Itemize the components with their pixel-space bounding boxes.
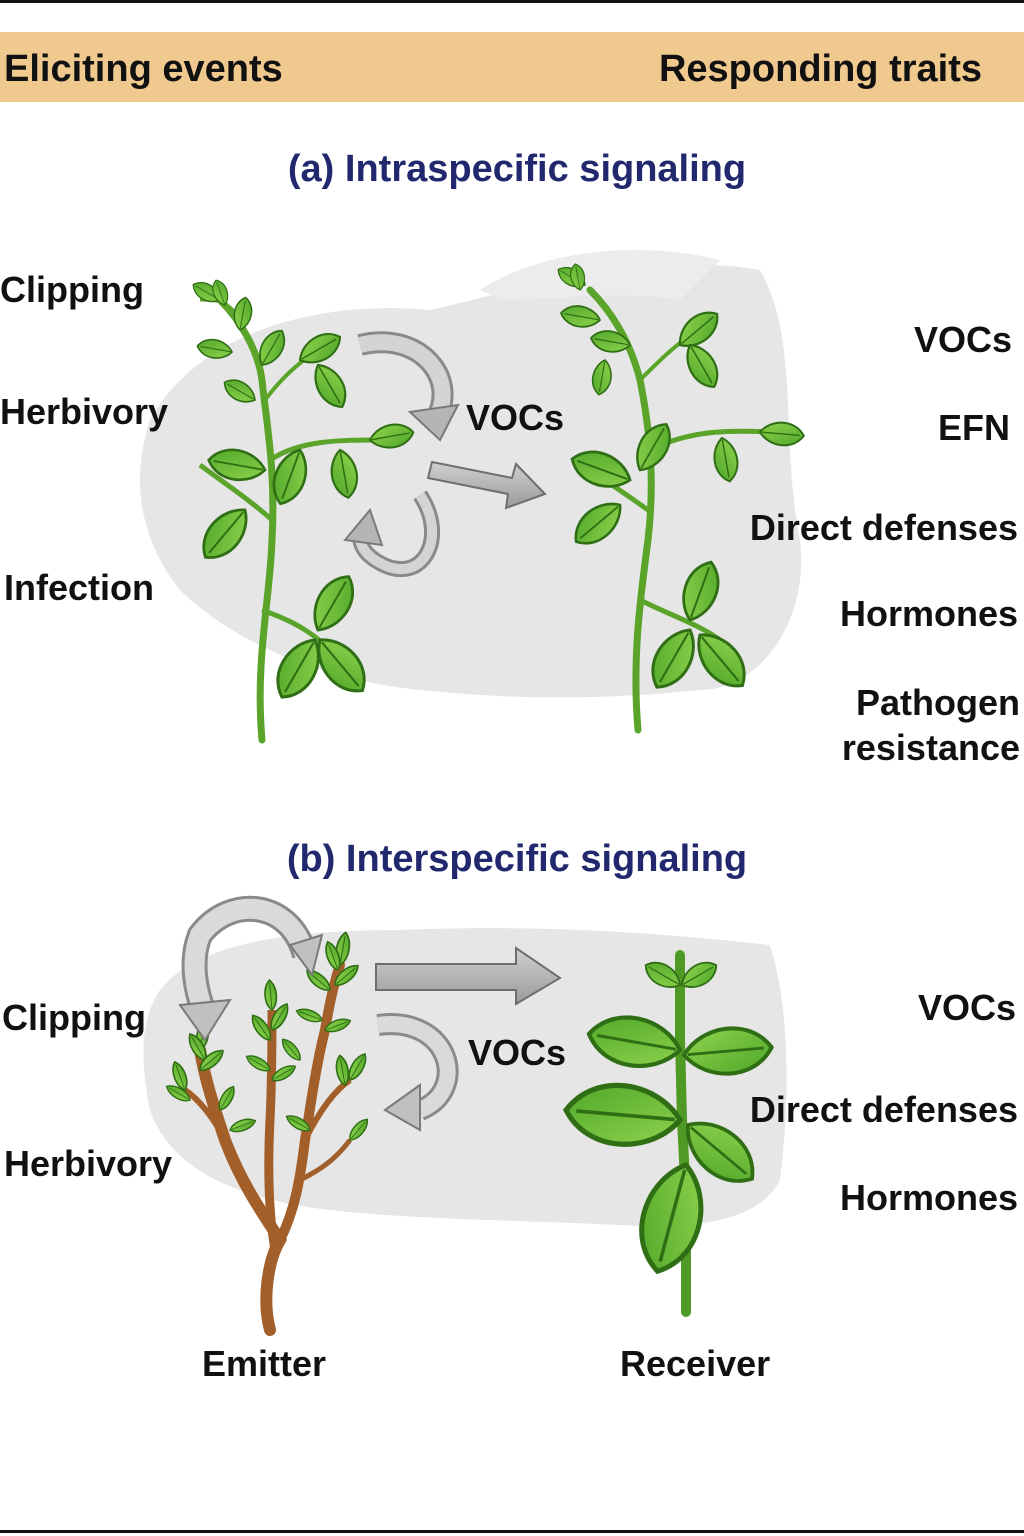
top-rule bbox=[0, 0, 1024, 3]
panel-a-vocs-signal: VOCs bbox=[466, 397, 565, 438]
panel-a-response-direct-defenses: Direct defenses bbox=[749, 507, 1018, 548]
panel-a-response-hormones: Hormones bbox=[839, 593, 1018, 634]
panel-a-response-pathogen-resistance: Pathogen resistance bbox=[841, 682, 1020, 768]
panel-b-vocs-signal: VOCs bbox=[468, 1032, 567, 1073]
bottom-rule bbox=[0, 1530, 1024, 1533]
straight-arrow-a bbox=[426, 460, 547, 510]
emitter-plant-b bbox=[163, 930, 372, 1336]
panel-a-eliciting-infection: Infection bbox=[4, 567, 154, 608]
header-responding-traits: Responding traits bbox=[658, 48, 982, 90]
curved-arrow-clipping-b bbox=[178, 895, 324, 1042]
emitter-plant-a bbox=[188, 277, 417, 744]
receiver-label: Receiver bbox=[620, 1343, 771, 1384]
panel-a-eliciting-clipping: Clipping bbox=[0, 269, 144, 310]
straight-arrow-b bbox=[375, 946, 562, 1006]
panel-a-title: (a) Intraspecific signaling bbox=[287, 148, 747, 190]
curved-arrow-down-a bbox=[357, 331, 460, 442]
panel-b-response-vocs: VOCs bbox=[917, 987, 1016, 1028]
panel-b-response-direct-defenses: Direct defenses bbox=[749, 1089, 1018, 1130]
panel-b-eliciting-herbivory: Herbivory bbox=[4, 1143, 173, 1184]
curved-arrow-return-b bbox=[376, 1013, 459, 1132]
header-eliciting-events: Eliciting events bbox=[4, 48, 283, 90]
panel-b-response-hormones: Hormones bbox=[839, 1177, 1018, 1218]
emitter-label: Emitter bbox=[202, 1343, 327, 1384]
curved-arrow-up-a bbox=[343, 490, 440, 578]
panel-a-response-efn: EFN bbox=[938, 407, 1010, 448]
panel-a-eliciting-herbivory: Herbivory bbox=[0, 391, 169, 432]
panel-b-title: (b) Interspecific signaling bbox=[286, 838, 748, 880]
receiver-plant-b bbox=[563, 950, 776, 1317]
header-band bbox=[0, 32, 1024, 102]
panel-a-response-vocs: VOCs bbox=[913, 319, 1012, 360]
panel-b-eliciting-clipping: Clipping bbox=[2, 997, 146, 1038]
receiver-plant-a bbox=[553, 262, 806, 734]
